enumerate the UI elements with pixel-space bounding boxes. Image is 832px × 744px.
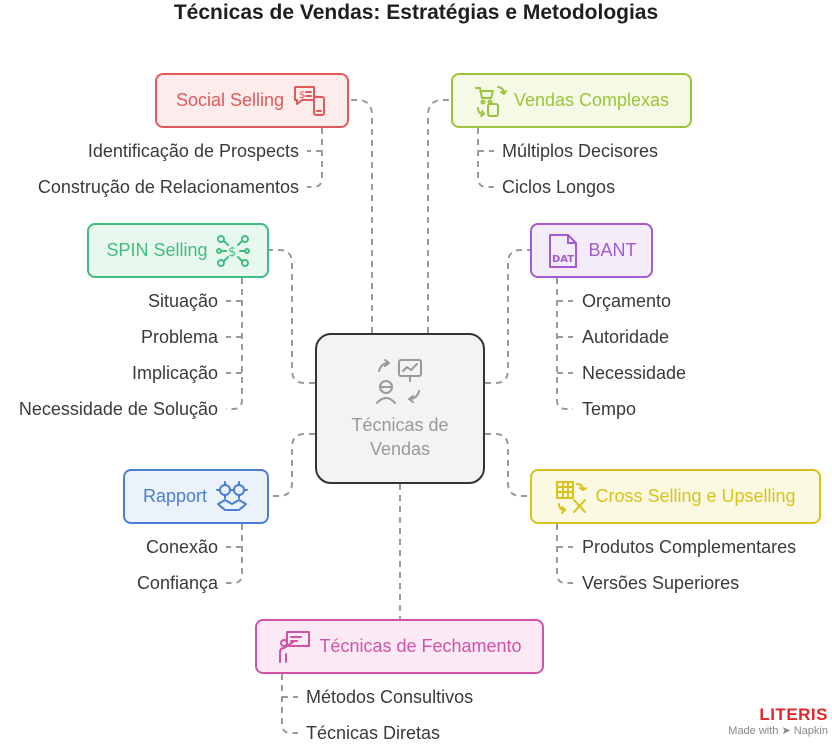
- node-spin-selling-label: SPIN Selling: [106, 240, 208, 260]
- social-selling-item-2: Construção de Relacionamentos: [37, 177, 299, 197]
- vendas-complexas-item-2: Ciclos Longos: [502, 177, 616, 197]
- bant-item-4: Tempo: [582, 399, 637, 419]
- handshake-gear-icon: [216, 480, 249, 511]
- node-social-selling: Social Selling $: [155, 73, 349, 128]
- center-node: Técnicas de Vendas: [315, 333, 485, 484]
- node-cross-selling: Cross Selling e Upselling: [530, 469, 821, 524]
- center-label-line1: Técnicas de: [351, 415, 449, 435]
- brand-tagline: Made with ➤ Napkin: [728, 725, 828, 737]
- node-spin-selling: SPIN Selling $: [87, 223, 269, 278]
- center-label-line2: Vendas: [369, 439, 431, 459]
- node-fechamento: Técnicas de Fechamento: [255, 619, 544, 674]
- node-rapport: Rapport: [123, 469, 269, 524]
- brand-name: LITERIS: [759, 705, 828, 724]
- svg-text:$: $: [228, 245, 236, 260]
- spin-item-3: Implicação: [131, 363, 218, 383]
- social-selling-item-1: Identificação de Prospects: [87, 141, 299, 161]
- node-social-selling-label: Social Selling: [175, 90, 285, 110]
- cross-item-2: Versões Superiores: [582, 573, 740, 593]
- rapport-item-1: Conexão: [145, 537, 218, 557]
- svg-text:$: $: [299, 90, 305, 101]
- rapport-item-2: Confiança: [136, 573, 218, 593]
- bant-item-3: Necessidade: [582, 363, 687, 383]
- cart-phone-icon: [474, 85, 507, 117]
- svg-text:DAT: DAT: [552, 254, 574, 265]
- node-bant: DAT BANT: [530, 223, 653, 278]
- fechamento-item-1: Métodos Consultivos: [306, 687, 474, 707]
- social-money-icon: $: [294, 85, 326, 116]
- bant-item-2: Autoridade: [582, 327, 670, 347]
- fechamento-item-2: Técnicas Diretas: [306, 723, 441, 743]
- node-rapport-label: Rapport: [142, 486, 208, 506]
- cross-item-1: Produtos Complementares: [582, 537, 797, 557]
- presentation-hand-icon: [279, 630, 311, 663]
- diagram-title: Técnicas de Vendas: Estratégias e Metodo…: [173, 1, 659, 24]
- node-bant-label: BANT: [588, 240, 637, 260]
- network-money-icon: $: [215, 234, 250, 267]
- vendas-complexas-item-1: Múltiplos Decisores: [502, 141, 659, 161]
- bant-item-1: Orçamento: [582, 291, 672, 311]
- sales-techniques-icon: [376, 359, 422, 404]
- spin-item-1: Situação: [147, 291, 218, 311]
- spreadsheet-exchange-icon: [556, 480, 588, 514]
- data-file-icon: DAT: [549, 233, 578, 268]
- spin-item-4: Necessidade de Solução: [18, 399, 218, 419]
- node-vendas-complexas: Vendas Complexas: [451, 73, 692, 128]
- node-cross-selling-label: Cross Selling e Upselling: [595, 486, 796, 506]
- brand-watermark: LITERIS Made with ➤ Napkin: [728, 706, 828, 738]
- node-fechamento-label: Técnicas de Fechamento: [319, 636, 522, 656]
- node-vendas-complexas-label: Vendas Complexas: [513, 90, 670, 110]
- spin-item-2: Problema: [140, 327, 218, 347]
